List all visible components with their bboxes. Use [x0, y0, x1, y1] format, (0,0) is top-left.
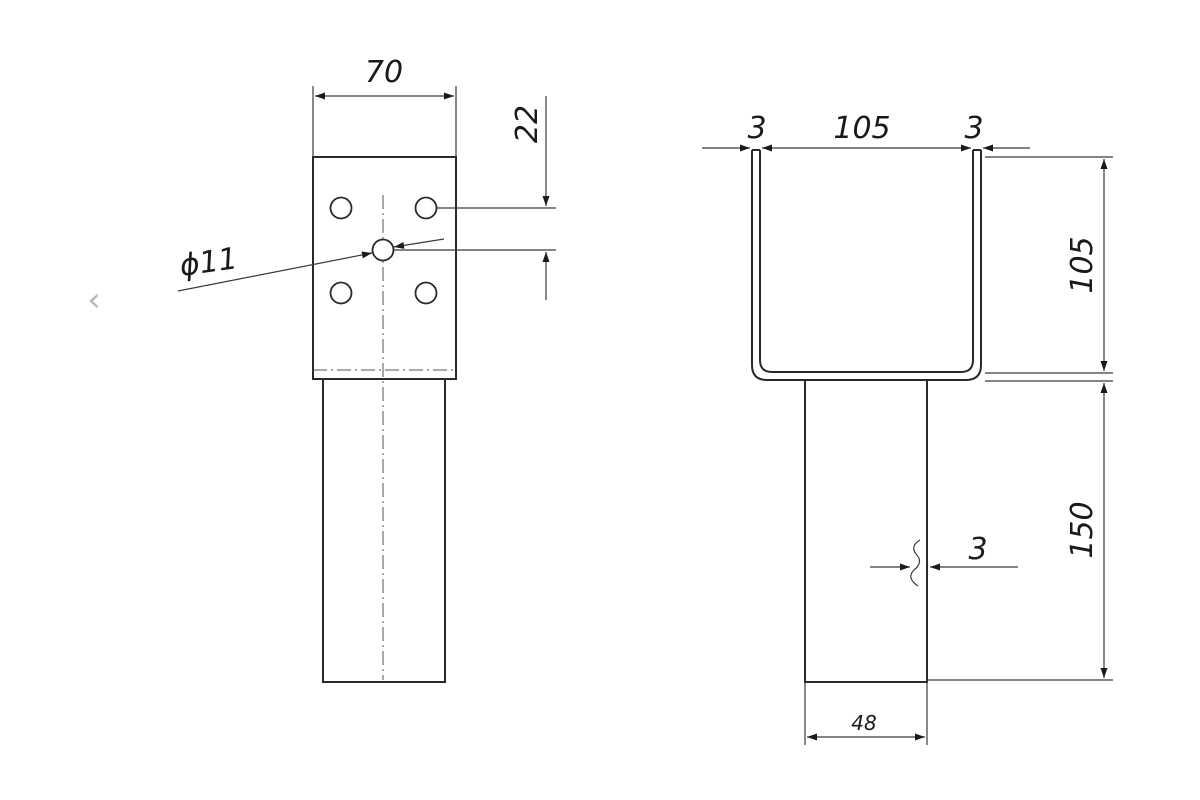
dim-post-height-150: 150 — [1065, 501, 1100, 558]
side-view: 3 105 3 105 150 3 48 — [702, 111, 1113, 745]
section-break-mark — [910, 539, 921, 587]
post-tube-front — [322, 378, 446, 683]
dim-hole-diameter-11: ϕ11 — [178, 241, 240, 284]
dim-bracket-height-105: 105 — [1065, 236, 1100, 293]
post-tube-side — [804, 379, 928, 683]
dim-tube-width-48: 48 — [851, 711, 876, 735]
bolt-hole-bottom-right — [414, 281, 438, 305]
bolt-hole-top-left — [329, 196, 353, 220]
dim-inner-width-105: 105 — [833, 111, 890, 146]
dim-hole-offset-22: 22 — [510, 105, 545, 143]
dim-width-70: 70 — [365, 55, 403, 90]
front-view: 70 22 ϕ11 — [177, 55, 556, 683]
dim-wall-right-3: 3 — [964, 111, 983, 146]
bolt-hole-top-right — [414, 196, 438, 220]
dim-tube-wall-3: 3 — [968, 532, 987, 567]
chevron-left-icon[interactable]: ‹ — [87, 280, 101, 320]
u-bracket — [751, 150, 982, 381]
dim-leader-diameter — [177, 251, 373, 292]
mounting-plate — [312, 156, 457, 380]
dim-wall-left-3: 3 — [747, 111, 766, 146]
bolt-hole-bottom-left — [329, 281, 353, 305]
bolt-hole-center — [371, 238, 395, 262]
